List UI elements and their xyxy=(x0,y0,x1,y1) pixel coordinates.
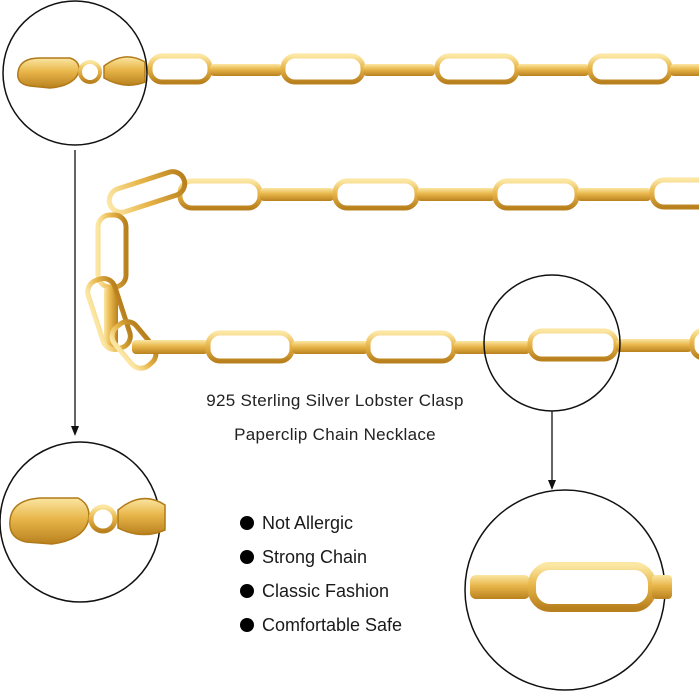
chain-curve-left xyxy=(85,169,188,371)
chain-middle-upper xyxy=(177,177,699,211)
bullet-icon xyxy=(240,618,254,632)
chain-middle-lower xyxy=(132,328,699,364)
bullet-icon xyxy=(240,516,254,530)
product-title-line1: 925 Sterling Silver Lobster Clasp xyxy=(206,391,464,410)
feature-list: Not Allergic Strong Chain Classic Fashio… xyxy=(240,506,402,642)
feature-label: Classic Fashion xyxy=(262,580,390,601)
bullet-icon xyxy=(240,550,254,564)
feature-label: Not Allergic xyxy=(262,512,354,533)
feature-item: Classic Fashion xyxy=(240,574,402,608)
feature-item: Not Allergic xyxy=(240,506,402,540)
bullet-icon xyxy=(240,584,254,598)
chain-top xyxy=(147,53,699,85)
feature-item: Strong Chain xyxy=(240,540,402,574)
feature-item: Comfortable Safe xyxy=(240,608,402,642)
product-title-line2: Paperclip Chain Necklace xyxy=(234,425,436,444)
feature-label: Strong Chain xyxy=(262,546,368,567)
feature-label: Comfortable Safe xyxy=(262,614,403,635)
zoom-circle-clasp-top xyxy=(2,0,148,146)
callout-arrow-right xyxy=(548,411,556,490)
zoom-circle-link-large xyxy=(464,489,672,691)
zoom-circle-clasp-bottom xyxy=(0,441,166,603)
callout-arrow-left xyxy=(71,150,79,436)
